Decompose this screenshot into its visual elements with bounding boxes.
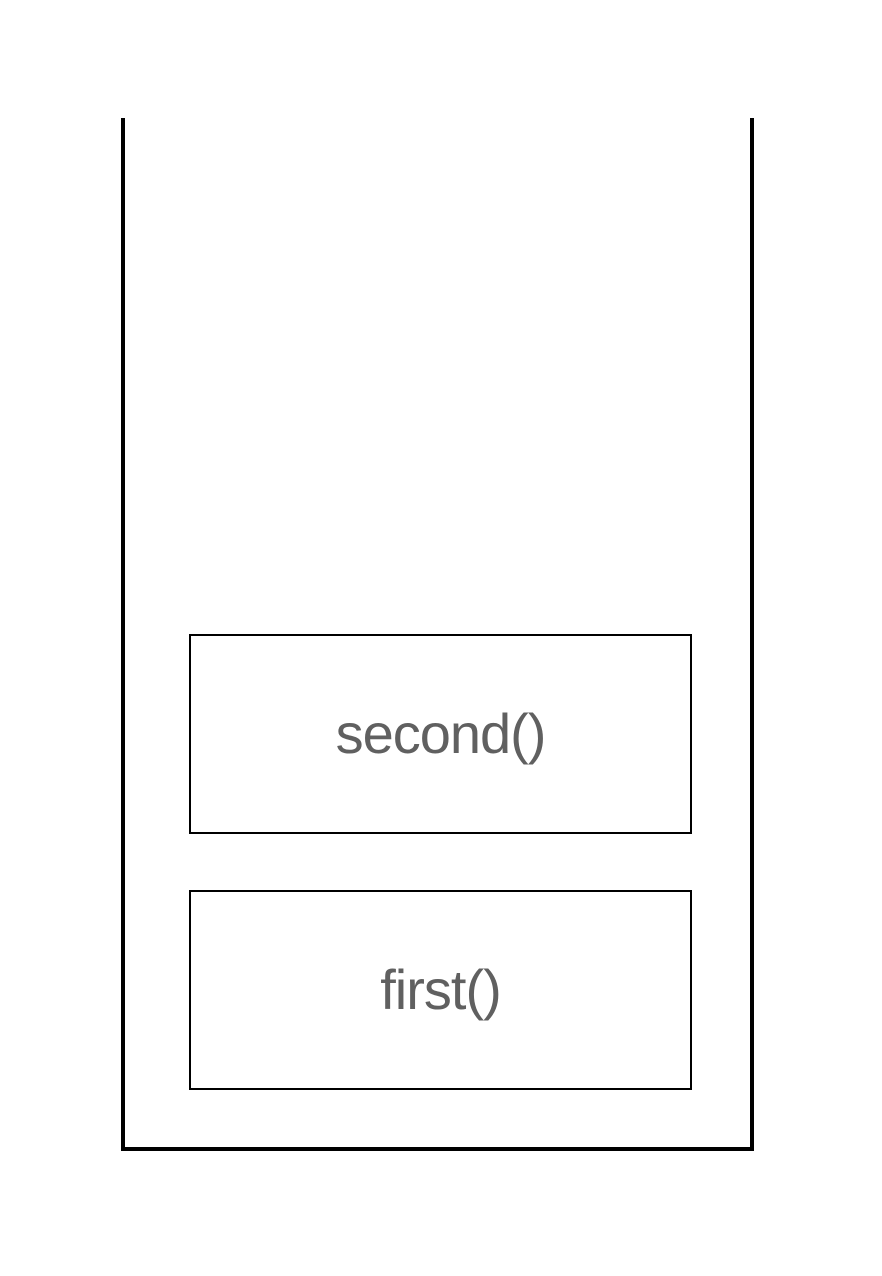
stack-frame-first: first() bbox=[189, 890, 692, 1090]
stack-frame-label: first() bbox=[380, 958, 502, 1021]
call-stack-container bbox=[121, 118, 754, 1151]
stack-frame-label: second() bbox=[335, 702, 547, 765]
stack-frame-second: second() bbox=[189, 634, 692, 834]
